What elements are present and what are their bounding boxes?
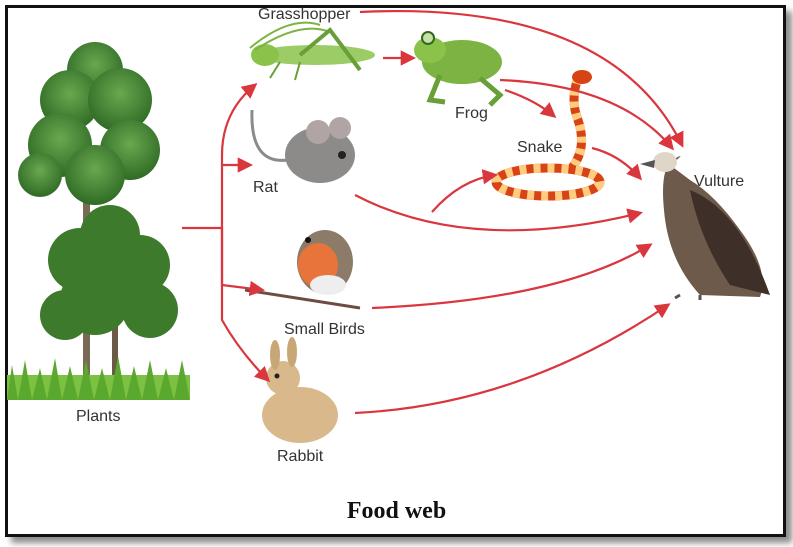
arrow-plants-rabbit bbox=[220, 228, 271, 383]
arrow-frog-snake bbox=[504, 88, 557, 118]
small-birds-illustration bbox=[244, 230, 361, 310]
snake-illustration bbox=[491, 70, 605, 201]
arrow-plants-birds bbox=[220, 228, 266, 297]
arrow-plants-grasshopper bbox=[220, 83, 258, 228]
diagram-title: Food web bbox=[346, 498, 447, 524]
frog-label: Frog bbox=[455, 105, 488, 122]
arrow-rat-vulture bbox=[354, 194, 643, 232]
snake-label: Snake bbox=[517, 139, 563, 156]
vulture-label: Vulture bbox=[694, 173, 745, 190]
arrow-birds-vulture bbox=[371, 243, 653, 310]
arrow-frog-vulture bbox=[499, 78, 674, 151]
plants-label: Plants bbox=[76, 408, 121, 425]
vulture-illustration bbox=[640, 152, 770, 300]
arrow-rabbit-vulture bbox=[354, 303, 671, 415]
rat-label: Rat bbox=[253, 179, 278, 196]
rat-illustration bbox=[250, 109, 355, 183]
plants-illustration bbox=[7, 42, 190, 400]
frog-illustration bbox=[414, 31, 504, 107]
grasshopper-label: Grasshopper bbox=[258, 6, 351, 23]
rabbit-label: Rabbit bbox=[277, 448, 324, 465]
arrow-snake-vulture bbox=[591, 146, 643, 181]
rabbit-illustration bbox=[262, 337, 338, 443]
arrow-rat-snake bbox=[431, 169, 499, 213]
arrow-grasshopper-vulture bbox=[359, 10, 684, 148]
grasshopper-illustration bbox=[249, 21, 375, 81]
small-birds-label: Small Birds bbox=[284, 321, 365, 338]
arrows bbox=[182, 10, 684, 415]
